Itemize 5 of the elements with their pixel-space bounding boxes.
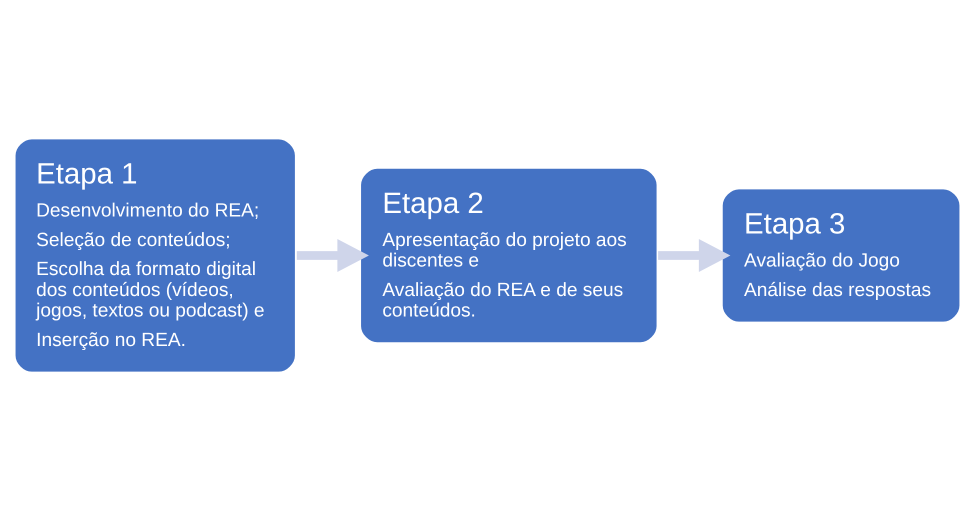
node-box: Etapa 1 Desenvolvimento do REA; Seleção de conteúdos; Escolha da formato digital dos conteúdos (vídeos, jogos, textos ou podcast) e Inserção no REA. [12,136,298,375]
node-box: Etapa 2 Apresentação do projeto aos discentes e Avaliação do REA e de seus conteúdos. [358,166,660,346]
arrow [296,238,369,272]
arrow [658,238,730,272]
node-box: Etapa 3 Avaliação do Jogo Análise das respostas [720,186,962,325]
